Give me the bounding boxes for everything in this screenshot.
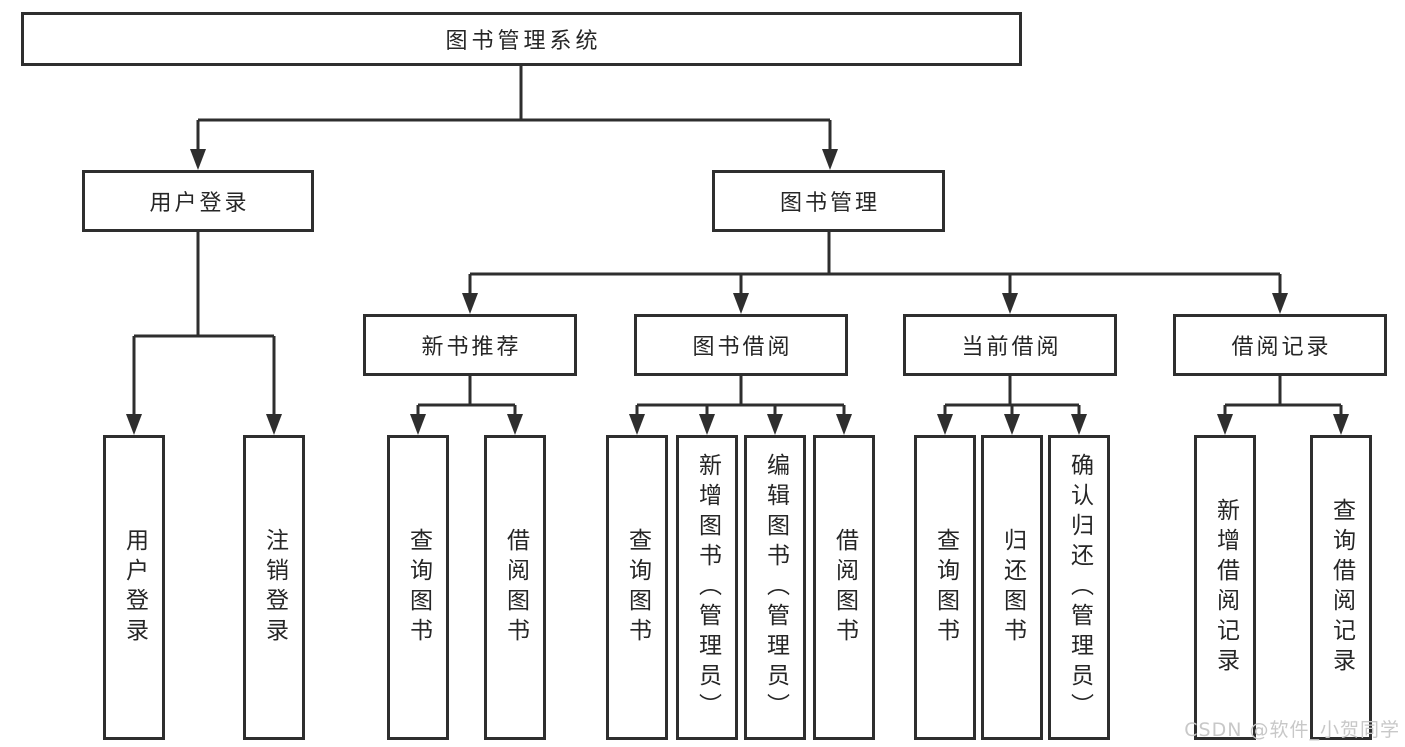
leaf-borrowing-add-books-admin: 新增图书（管理员）: [676, 435, 738, 740]
leaf-recommend-query-books: 查询图书: [387, 435, 449, 740]
arrowheads: [126, 149, 1349, 435]
leaf-recommend-borrow-books: 借阅图书: [484, 435, 546, 740]
leaf-current-confirm-return-admin: 确认归还（管理员）: [1048, 435, 1110, 740]
node-book-management: 图书管理: [712, 170, 945, 232]
node-book-borrowing: 图书借阅: [634, 314, 848, 376]
leaf-user-login: 用户登录: [103, 435, 165, 740]
leaf-borrowing-edit-books-admin: 编辑图书（管理员）: [744, 435, 806, 740]
node-borrowing-records: 借阅记录: [1173, 314, 1387, 376]
leaf-borrowing-borrow-books: 借阅图书: [813, 435, 875, 740]
leaf-logout: 注销登录: [243, 435, 305, 740]
csdn-watermark: CSDN @软件_小贺同学: [1184, 719, 1400, 741]
leaf-borrowing-query-books: 查询图书: [606, 435, 668, 740]
leaf-records-add-record: 新增借阅记录: [1194, 435, 1256, 740]
leaf-current-query-books: 查询图书: [914, 435, 976, 740]
node-library-system: 图书管理系统: [21, 12, 1022, 66]
node-user-login: 用户登录: [82, 170, 314, 232]
leaf-current-return-books: 归还图书: [981, 435, 1043, 740]
leaf-records-query-record: 查询借阅记录: [1310, 435, 1372, 740]
node-new-book-recommend: 新书推荐: [363, 314, 577, 376]
node-current-borrowing: 当前借阅: [903, 314, 1117, 376]
